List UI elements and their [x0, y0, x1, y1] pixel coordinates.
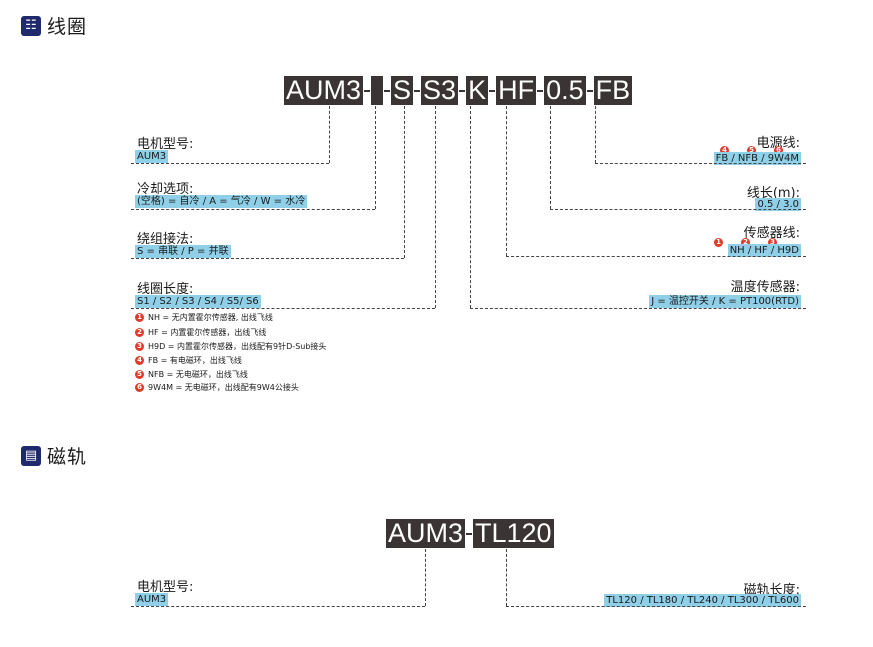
- note-item: 1 NH = 无内置霍尔传感器, 出线飞线: [135, 312, 273, 323]
- sensor-line-value: NH / HF / H9D: [727, 244, 801, 257]
- note-item: 5 NFB = 无电磁环，出线飞线: [135, 369, 248, 380]
- rail-model-value: AUM3: [135, 593, 169, 606]
- note-text: 9W4M = 无电磁环，出线配有9W4公接头: [148, 383, 299, 392]
- coil-part-code: AUM3 S S3 K HF 0.5 FB: [284, 75, 633, 105]
- code-seg-temp-sensor: K: [466, 75, 489, 105]
- marker-badge: 1: [714, 238, 723, 247]
- coil-section-title: 线圈: [47, 16, 88, 38]
- code-seg-cooling: [371, 76, 384, 105]
- coil-length-underline: [131, 308, 435, 309]
- model-label: 电机型号:: [137, 137, 194, 152]
- code-dash: [384, 89, 391, 92]
- sensor-line-markers: 1 2 3: [714, 238, 777, 247]
- winding-value: S = 串联 / P = 并联: [135, 245, 231, 258]
- note-number: 6: [135, 383, 144, 392]
- marker-badge: 2: [741, 238, 750, 247]
- rail-model-label: 电机型号:: [137, 580, 194, 595]
- connector-temp-sensor: [470, 106, 471, 308]
- rail-icon: ▤: [21, 445, 41, 466]
- coil-length-label: 线圈长度:: [137, 282, 194, 297]
- line-length-value: 0.5 / 3.0: [755, 198, 801, 211]
- note-text: HF = 内置霍尔传感器，出线飞线: [148, 328, 267, 337]
- rail-length-value: TL120 / TL180 / TL240 / TL300 / TL600: [604, 594, 801, 607]
- temp-sensor-underline: [470, 308, 806, 309]
- note-text: H9D = 内置霍尔传感器，出线配有9针D-Sub接头: [148, 342, 327, 351]
- cooling-label: 冷却选项:: [137, 182, 194, 197]
- code-dash: [364, 89, 371, 92]
- power-line-markers: 4 5 6: [720, 146, 783, 155]
- rail-section-title: 磁轨: [47, 446, 88, 468]
- marker-badge: 5: [747, 146, 756, 155]
- coil-length-value: S1 / S2 / S3 / S4 / S5/ S6: [135, 295, 261, 308]
- connector-coil-length: [435, 106, 436, 308]
- code-seg-coil-length: S3: [421, 75, 459, 105]
- note-number: 2: [135, 328, 144, 337]
- connector-winding: [404, 106, 405, 258]
- temp-sensor-value: J = 温控开关 / K = PT100(RTD): [649, 295, 801, 308]
- note-text: NFB = 无电磁环，出线飞线: [148, 370, 248, 379]
- connector-power-line: [595, 106, 596, 163]
- rail-model-underline: [131, 606, 425, 607]
- connector-model: [329, 106, 330, 163]
- note-text: FB = 有电磁环，出线飞线: [148, 356, 242, 365]
- winding-underline: [131, 258, 404, 259]
- note-item: 6 9W4M = 无电磁环，出线配有9W4公接头: [135, 382, 299, 393]
- code-seg-winding: S: [391, 75, 414, 105]
- note-number: 1: [135, 313, 144, 322]
- code-seg-model: AUM3: [284, 75, 364, 105]
- note-text: NH = 无内置霍尔传感器, 出线飞线: [148, 313, 273, 322]
- model-underline: [131, 163, 329, 164]
- rail-connector-model: [425, 549, 426, 606]
- marker-badge: 6: [774, 146, 783, 155]
- code-dash: [489, 89, 496, 92]
- code-seg-sensor-line: HF: [496, 75, 537, 105]
- code-seg-power-line: FB: [593, 75, 633, 105]
- code-dash: [466, 532, 473, 535]
- cooling-value: (空格) = 自冷 / A = 气冷 / W = 水冷: [135, 195, 308, 208]
- rail-section-header: ▤ 磁轨: [21, 442, 87, 469]
- note-item: 4 FB = 有电磁环，出线飞线: [135, 355, 242, 366]
- note-item: 2 HF = 内置霍尔传感器，出线飞线: [135, 327, 266, 338]
- code-dash: [414, 89, 421, 92]
- power-line-label: 电源线:: [756, 136, 800, 151]
- model-value: AUM3: [135, 150, 169, 163]
- rail-part-code: AUM3 TL120: [386, 519, 554, 548]
- power-line-value: FB / NFB / 9W4M: [713, 152, 801, 165]
- coil-section-header: ☷ 线圈: [21, 12, 87, 39]
- code-seg-line-length: 0.5: [544, 75, 586, 105]
- note-number: 4: [135, 356, 144, 365]
- connector-cooling: [375, 106, 376, 209]
- marker-badge: 4: [720, 146, 729, 155]
- coil-icon: ☷: [21, 15, 41, 36]
- connector-line-length: [550, 106, 551, 209]
- cooling-underline: [131, 209, 375, 210]
- note-number: 3: [135, 342, 144, 351]
- rail-code-seg-model: AUM3: [386, 518, 466, 548]
- sensor-line-label: 传感器线:: [743, 226, 800, 241]
- winding-label: 绕组接法:: [137, 232, 194, 247]
- power-line-underline: [595, 163, 806, 164]
- line-length-label: 线长(m):: [746, 186, 800, 201]
- line-length-underline: [550, 209, 806, 210]
- code-dash: [537, 89, 544, 92]
- sensor-line-underline: [506, 256, 806, 257]
- rail-length-underline: [506, 606, 806, 607]
- rail-connector-length: [506, 549, 507, 606]
- connector-sensor-line: [506, 106, 507, 256]
- rail-code-seg-length: TL120: [473, 518, 554, 548]
- note-item: 3 H9D = 内置霍尔传感器，出线配有9针D-Sub接头: [135, 341, 326, 352]
- note-number: 5: [135, 370, 144, 379]
- marker-badge: 3: [768, 238, 777, 247]
- code-dash: [459, 89, 466, 92]
- temp-sensor-label: 温度传感器:: [730, 280, 800, 295]
- code-dash: [586, 89, 593, 92]
